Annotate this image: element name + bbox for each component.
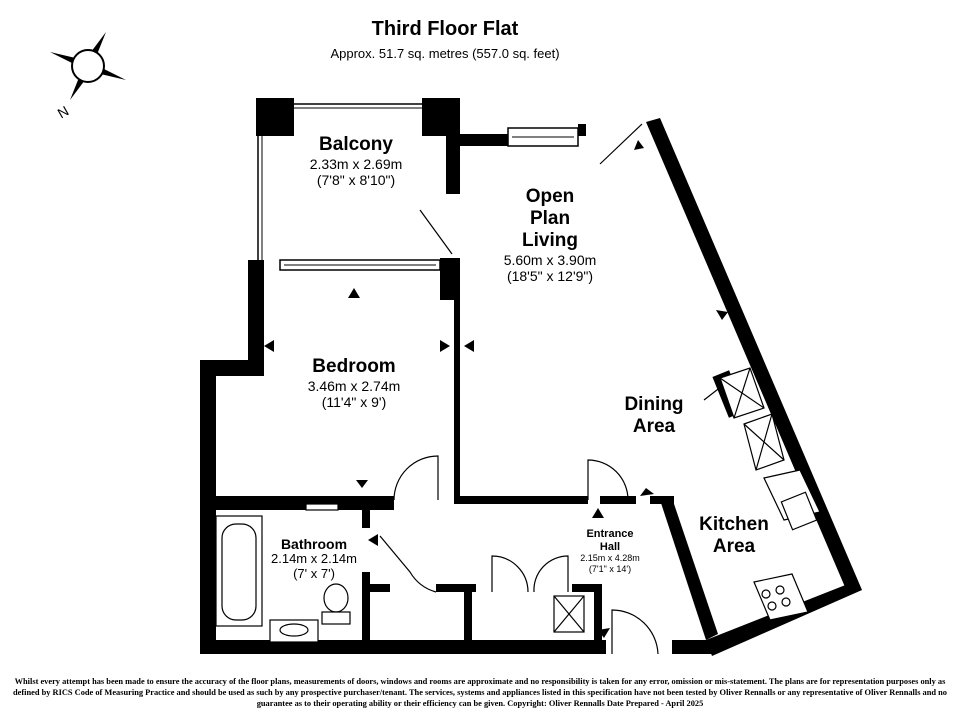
room-kitchen: Kitchen Area	[674, 514, 794, 558]
hall-name: Entrance Hall	[560, 528, 660, 553]
dining-name-line2: Area	[632, 415, 676, 437]
hall-cupboard	[553, 595, 585, 633]
bathroom-name: Bathroom	[280, 536, 348, 552]
disclaimer-text: Whilst every attempt has been made to en…	[12, 677, 947, 708]
room-hall: Entrance Hall 2.15m x 4.28m (7'1" x 14')	[560, 528, 660, 574]
living-name-line2: Plan	[529, 207, 571, 229]
living-name-line3: Living	[522, 229, 578, 251]
hall-name-line2: Hall	[599, 540, 621, 553]
dining-name-line1: Dining	[624, 394, 684, 415]
kitchen-name: Kitchen Area	[674, 514, 794, 558]
bathroom-dim-m: 2.14m x 2.14m	[271, 551, 357, 567]
room-living: Open Plan Living 5.60m x 3.90m (18'5" x …	[470, 186, 630, 284]
page-title: Third Floor Flat	[371, 18, 519, 40]
room-bathroom: Bathroom 2.14m x 2.14m (7' x 7')	[256, 536, 372, 582]
bedroom-dim-m: 3.46m x 2.74m	[307, 377, 401, 394]
kitchen-units	[719, 367, 821, 621]
bedroom-window	[279, 259, 441, 271]
bedroom-dim-ft: (11'4" x 9')	[321, 393, 387, 410]
kitchen-name-line2: Area	[712, 535, 756, 557]
compass-icon	[50, 32, 126, 100]
living-dim-m: 5.60m x 3.90m	[503, 251, 597, 268]
hall-dim-ft: (7'1" x 14')	[588, 563, 632, 574]
area-subtitle: Approx. 51.7 sq. metres (557.0 sq. feet)	[330, 46, 560, 61]
measurement-markers	[264, 140, 728, 638]
bathroom-dim-ft: (7' x 7')	[293, 566, 335, 582]
bathroom-fittings	[215, 503, 351, 643]
balcony-name: Balcony	[319, 134, 393, 155]
kitchen-name-line1: Kitchen	[699, 514, 769, 535]
hall-name-line1: Entrance	[586, 528, 634, 540]
balcony-outline	[256, 98, 460, 260]
balcony-dim-ft: (7'8" x 8'10")	[316, 171, 396, 188]
room-bedroom: Bedroom 3.46m x 2.74m (11'4" x 9')	[274, 356, 434, 410]
living-name: Open Plan Living	[470, 186, 630, 252]
balcony-dim-m: 2.33m x 2.69m	[309, 155, 403, 172]
room-dining: Dining Area	[594, 394, 714, 438]
dining-name: Dining Area	[594, 394, 714, 438]
living-name-line1: Open	[525, 186, 575, 207]
hall-dim-m: 2.15m x 4.28m	[580, 553, 640, 564]
bedroom-name: Bedroom	[312, 356, 396, 377]
walls	[200, 118, 862, 656]
room-balcony: Balcony 2.33m x 2.69m (7'8" x 8'10")	[276, 134, 436, 188]
living-dim-ft: (18'5" x 12'9")	[506, 267, 594, 284]
